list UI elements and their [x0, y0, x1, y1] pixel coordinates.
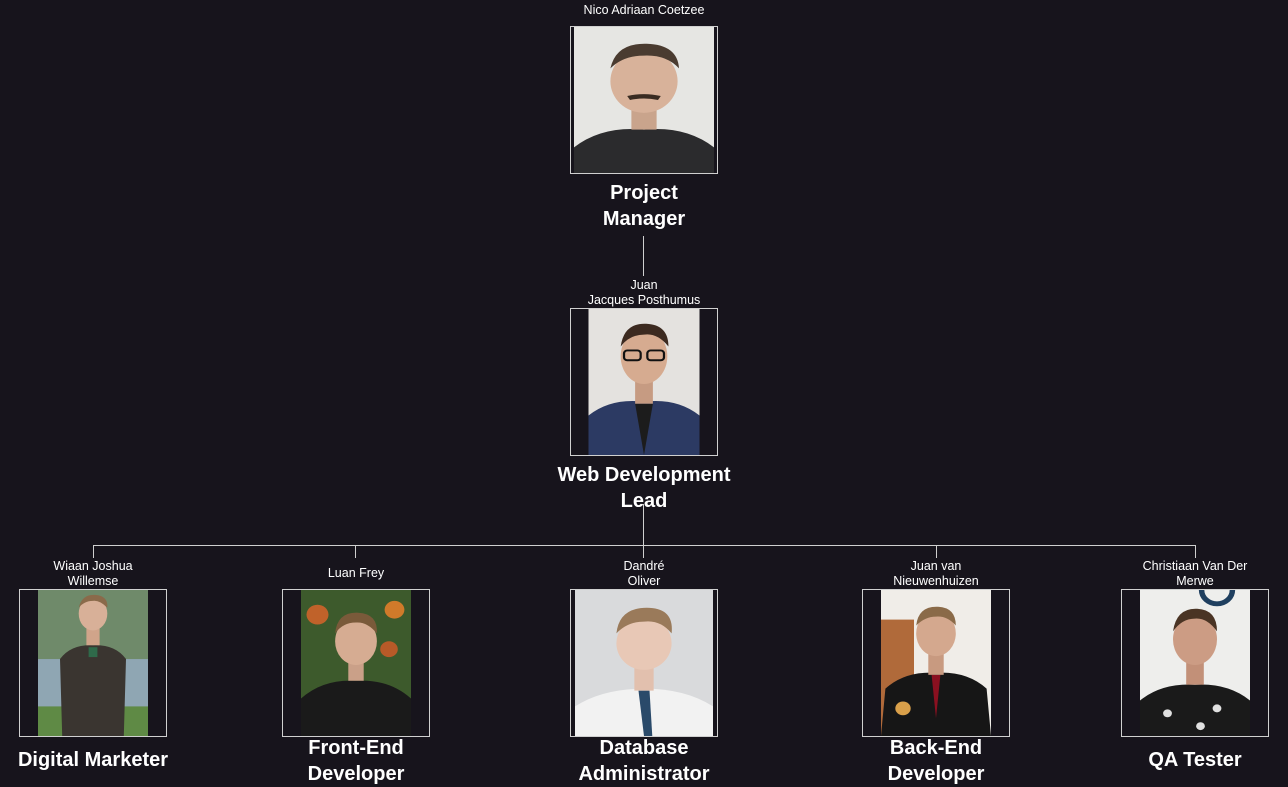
- person-photo: [38, 590, 148, 736]
- person-photo: [575, 590, 713, 736]
- connector-manager-lead: [643, 236, 644, 276]
- person-name: Wiaan Joshua Willemse: [53, 559, 133, 588]
- connector-drop-3: [643, 545, 644, 558]
- photo-frame: [570, 308, 718, 456]
- person-name: Juan van Nieuwenhuizen: [893, 559, 979, 588]
- person-photo: [1140, 590, 1250, 736]
- connector-drop-5: [1195, 545, 1196, 558]
- person-name: Luan Frey: [327, 566, 385, 580]
- org-node-digital-marketer: Wiaan Joshua Willemse Digital Marketer: [0, 559, 223, 773]
- role-title: Digital Marketer: [17, 749, 169, 771]
- role-title: Back-End Developer: [887, 737, 985, 785]
- person-name: Juan Jacques Posthumus: [587, 278, 701, 307]
- connector-drop-1: [93, 545, 94, 558]
- org-node-manager: Nico Adriaan Coetzee Project Manager: [514, 3, 774, 232]
- org-node-back-end-developer: Juan van Nieuwenhuizen Back-End Develope…: [806, 559, 1066, 787]
- person-photo: [574, 27, 714, 173]
- connector-drop-2: [355, 545, 356, 558]
- photo-frame: [282, 589, 430, 737]
- photo-frame: [570, 26, 718, 174]
- role-title: Front-End Developer: [307, 737, 405, 785]
- photo-frame: [19, 589, 167, 737]
- connector-drop-4: [936, 545, 937, 558]
- org-node-database-administrator: Dandré Oliver Database Administrator: [514, 559, 774, 787]
- person-photo: [881, 590, 991, 736]
- photo-frame: [1121, 589, 1269, 737]
- role-title: QA Tester: [1148, 749, 1242, 771]
- person-name: Nico Adriaan Coetzee: [583, 3, 705, 17]
- org-node-front-end-developer: Luan Frey Front-End Developer: [226, 566, 486, 787]
- role-title: Project Manager: [602, 182, 686, 230]
- photo-frame: [862, 589, 1010, 737]
- person-photo: [588, 309, 700, 455]
- photo-frame: [570, 589, 718, 737]
- role-title: Web Development Lead: [557, 464, 731, 512]
- person-photo: [301, 590, 411, 736]
- person-name: Dandré Oliver: [623, 559, 665, 588]
- connector-lead-trunk: [643, 504, 644, 546]
- person-name: Christiaan Van Der Merwe: [1142, 559, 1248, 588]
- role-title: Database Administrator: [578, 737, 710, 785]
- org-node-qa-tester: Christiaan Van Der Merwe QA Tester: [1065, 559, 1288, 773]
- connector-team-bar: [93, 545, 1196, 546]
- org-node-lead: Juan Jacques Posthumus Web Development L…: [514, 278, 774, 514]
